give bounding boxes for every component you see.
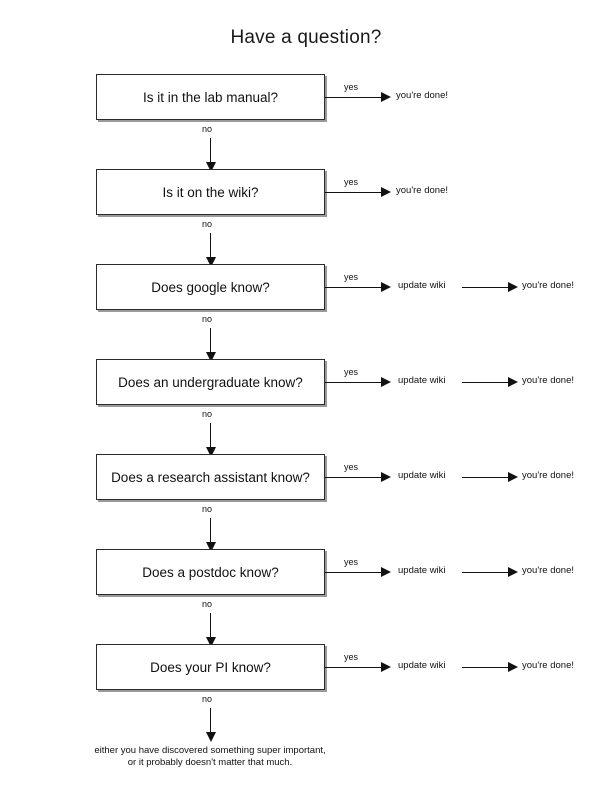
no-connector-7: no xyxy=(0,694,612,743)
decision-box-label: Does a postdoc know? xyxy=(142,564,279,580)
flow-row-4: Does an undergraduate know? yes update w… xyxy=(0,359,612,405)
flow-row-5: Does a research assistant know? yes upda… xyxy=(0,454,612,500)
flow-row-3: Does google know? yes update wiki you're… xyxy=(0,264,612,310)
no-connector-2: no xyxy=(0,219,612,268)
no-branch-line xyxy=(210,328,212,355)
decision-box-postdoc[interactable]: Does a postdoc know? xyxy=(96,549,325,595)
outcome-youre-done: you're done! xyxy=(396,90,448,101)
arrow-right-icon xyxy=(508,471,518,482)
no-branch-line xyxy=(210,233,212,260)
arrow-down-icon xyxy=(205,637,216,647)
no-connector-6: no xyxy=(0,599,612,648)
update-wiki-to-done-line xyxy=(462,286,510,288)
yes-branch-line xyxy=(325,191,383,193)
update-wiki-to-done-line xyxy=(462,476,510,478)
outcome-youre-done: you're done! xyxy=(522,660,574,671)
no-connector-1: no xyxy=(0,124,612,173)
decision-box-lab-manual[interactable]: Is it in the lab manual? xyxy=(96,74,325,120)
arrow-right-icon xyxy=(381,566,391,577)
action-update-wiki: update wiki xyxy=(398,280,446,291)
yes-branch-label: yes xyxy=(344,557,359,567)
arrow-right-icon xyxy=(508,661,518,672)
no-connector-3: no xyxy=(0,314,612,363)
decision-box-label: Is it on the wiki? xyxy=(162,184,259,200)
no-branch-label: no xyxy=(202,694,213,704)
no-connector-4: no xyxy=(0,409,612,458)
decision-box-undergraduate[interactable]: Does an undergraduate know? xyxy=(96,359,325,405)
final-outcome-line-2: or it probably doesn't matter that much. xyxy=(127,757,293,768)
arrow-right-icon xyxy=(381,281,391,292)
yes-branch-line xyxy=(325,571,383,573)
no-branch-label: no xyxy=(202,124,213,134)
flow-row-7: Does your PI know? yes update wiki you'r… xyxy=(0,644,612,690)
update-wiki-to-done-line xyxy=(462,381,510,383)
yes-branch-label: yes xyxy=(344,177,359,187)
no-branch-label: no xyxy=(202,504,213,514)
no-branch-label: no xyxy=(202,219,213,229)
yes-branch-line xyxy=(325,666,383,668)
decision-box-google[interactable]: Does google know? xyxy=(96,264,325,310)
action-update-wiki: update wiki xyxy=(398,660,446,671)
no-branch-line xyxy=(210,423,212,450)
final-outcome-text: either you have discovered something sup… xyxy=(0,745,420,769)
arrow-right-icon xyxy=(381,471,391,482)
arrow-down-icon xyxy=(205,352,216,362)
yes-branch-line xyxy=(325,286,383,288)
decision-box-research-assistant[interactable]: Does a research assistant know? xyxy=(96,454,325,500)
flow-row-6: Does a postdoc know? yes update wiki you… xyxy=(0,549,612,595)
arrow-down-icon xyxy=(205,542,216,552)
arrow-right-icon xyxy=(381,91,391,102)
no-branch-line xyxy=(210,708,212,735)
decision-box-label: Is it in the lab manual? xyxy=(142,89,279,105)
action-update-wiki: update wiki xyxy=(398,565,446,576)
arrow-right-icon xyxy=(381,661,391,672)
arrow-down-icon xyxy=(205,447,216,457)
outcome-youre-done: you're done! xyxy=(522,565,574,576)
action-update-wiki: update wiki xyxy=(398,375,446,386)
no-branch-label: no xyxy=(202,314,213,324)
decision-box-label: Does google know? xyxy=(151,279,270,295)
no-branch-label: no xyxy=(202,409,213,419)
flow-row-1: Is it in the lab manual? yes you're done… xyxy=(0,74,612,120)
yes-branch-label: yes xyxy=(344,652,359,662)
arrow-down-icon xyxy=(205,257,216,267)
yes-branch-label: yes xyxy=(344,462,359,472)
yes-branch-line xyxy=(325,96,383,98)
yes-branch-label: yes xyxy=(344,272,359,282)
arrow-right-icon xyxy=(508,376,518,387)
decision-box-wiki[interactable]: Is it on the wiki? xyxy=(96,169,325,215)
no-branch-line xyxy=(210,613,212,640)
outcome-youre-done: you're done! xyxy=(522,280,574,291)
outcome-youre-done: you're done! xyxy=(522,470,574,481)
no-branch-label: no xyxy=(202,599,213,609)
outcome-youre-done: you're done! xyxy=(522,375,574,386)
final-outcome-line-1: either you have discovered something sup… xyxy=(94,745,326,756)
decision-box-label: Does a research assistant know? xyxy=(111,469,310,485)
yes-branch-line xyxy=(325,381,383,383)
no-branch-line xyxy=(210,518,212,545)
action-update-wiki: update wiki xyxy=(398,470,446,481)
decision-box-label: Does an undergraduate know? xyxy=(118,374,303,390)
arrow-right-icon xyxy=(381,186,391,197)
arrow-right-icon xyxy=(508,566,518,577)
yes-branch-label: yes xyxy=(344,82,359,92)
flow-row-2: Is it on the wiki? yes you're done! xyxy=(0,169,612,215)
update-wiki-to-done-line xyxy=(462,666,510,668)
page-title: Have a question? xyxy=(230,27,382,48)
decision-box-label: Does your PI know? xyxy=(150,659,271,675)
update-wiki-to-done-line xyxy=(462,571,510,573)
outcome-youre-done: you're done! xyxy=(396,185,448,196)
arrow-right-icon xyxy=(508,281,518,292)
no-branch-line xyxy=(210,138,212,165)
yes-branch-line xyxy=(325,476,383,478)
arrow-right-icon xyxy=(381,376,391,387)
yes-branch-label: yes xyxy=(344,367,359,377)
arrow-down-icon xyxy=(205,732,216,742)
decision-box-pi[interactable]: Does your PI know? xyxy=(96,644,325,690)
no-connector-5: no xyxy=(0,504,612,553)
arrow-down-icon xyxy=(205,162,216,172)
